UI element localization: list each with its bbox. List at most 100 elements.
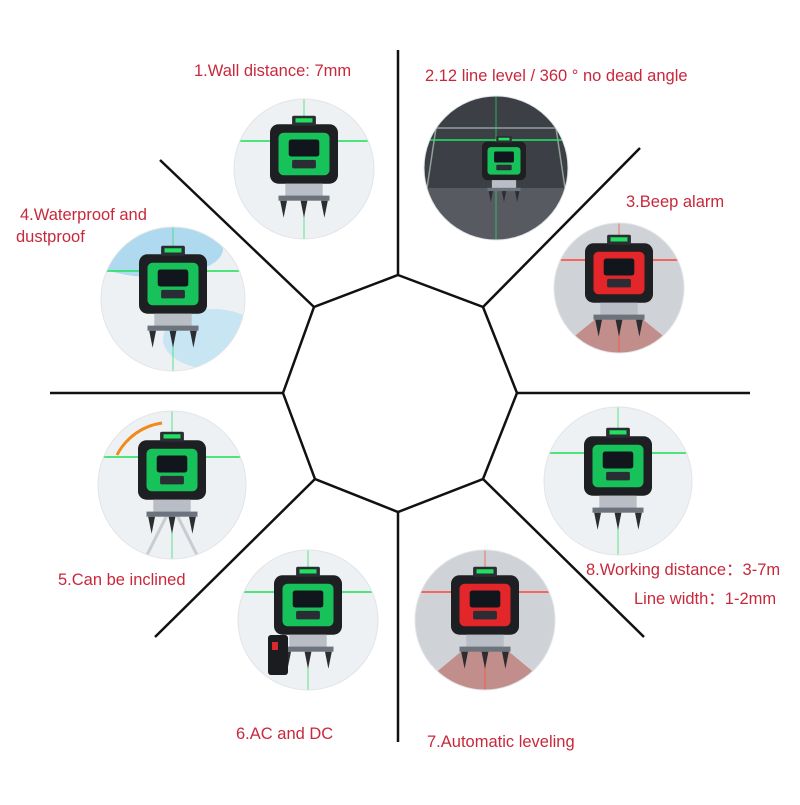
device-screen: [603, 258, 635, 276]
laser-level-icon: [543, 406, 693, 556]
device-base-plate: [147, 325, 199, 331]
device-base: [285, 183, 323, 198]
photo-ring: [233, 98, 375, 240]
device-foot: [481, 651, 489, 669]
device-foot: [614, 512, 622, 530]
device-base-plate: [592, 507, 644, 513]
feature-label-line-level: 2.12 line level / 360 ° no dead angle: [425, 67, 688, 85]
feature-label-ac-dc: 6.AC and DC: [236, 725, 334, 743]
divider-line: [159, 159, 315, 308]
device-button-row: [607, 278, 631, 288]
device-foot: [280, 200, 287, 218]
device-button-row: [160, 475, 184, 485]
feature-label-waterproof: 4.Waterproof and dustproof: [16, 204, 147, 248]
device-laser-window: [609, 430, 627, 435]
device-foot: [501, 191, 507, 203]
tilt-arrow: [115, 421, 163, 456]
device-foot: [502, 651, 509, 669]
device-base: [153, 499, 191, 514]
device-base-plate: [282, 646, 334, 652]
feature-label-inclined: 5.Can be inclined: [58, 571, 186, 589]
device-base-plate: [278, 195, 330, 201]
device-screen: [602, 451, 634, 469]
battery-contact: [272, 642, 278, 650]
device-button-row: [606, 471, 630, 481]
device-laser-window: [476, 569, 494, 574]
device-base-plate: [487, 187, 521, 192]
divider-line: [482, 147, 641, 308]
device-foot: [148, 516, 155, 534]
feature-label-line: Line width：1-2mm: [634, 590, 777, 608]
device-laser-window: [164, 248, 182, 253]
device-laser-window: [299, 569, 317, 574]
feature-photos: [97, 95, 693, 691]
device-screen: [288, 139, 320, 157]
battery-laser-level-icon: [237, 549, 379, 691]
device-base: [154, 313, 192, 328]
device-base: [466, 634, 504, 649]
device-button-row: [292, 159, 316, 169]
device-foot: [304, 651, 312, 669]
red-laser-level-icon: [553, 222, 685, 354]
feature-label-line: dustproof: [16, 228, 85, 246]
photo-ring: [543, 406, 693, 556]
device-laser-window: [295, 118, 313, 123]
device-foot: [515, 191, 520, 203]
device-screen: [292, 590, 324, 608]
feature-label-working-distance: 8.Working distance：3-7m Line width：1-2mm: [586, 559, 780, 610]
tripod-laser-level-icon: [97, 410, 247, 560]
device-screen: [469, 590, 501, 608]
device-base-plate: [593, 314, 645, 320]
divider-lines: [50, 50, 750, 742]
device-base: [600, 302, 638, 317]
device-button-row: [496, 164, 512, 171]
device-base: [289, 634, 327, 649]
divider-line: [154, 478, 316, 638]
device-base-plate: [146, 511, 198, 517]
device-foot: [325, 651, 332, 669]
photo-ring: [423, 95, 569, 241]
device-foot: [594, 512, 601, 530]
feature-label-beep-alarm: 3.Beep alarm: [626, 193, 725, 211]
photo-ring: [97, 410, 247, 560]
device-base: [599, 495, 637, 510]
feature-label-wall-distance: 1.Wall distance: 7mm: [194, 62, 352, 80]
device-foot: [635, 512, 642, 530]
device-laser-window: [498, 137, 510, 141]
laser-level-icon: [233, 98, 375, 240]
photo-ring: [237, 549, 379, 691]
device-base: [491, 180, 517, 189]
device-laser-window: [610, 237, 628, 242]
device-foot: [190, 330, 197, 348]
device-foot: [636, 319, 643, 337]
red-laser-level-icon: [414, 549, 556, 691]
device-screen: [156, 455, 188, 473]
device-foot: [169, 330, 177, 348]
device-button-row: [296, 610, 320, 620]
device-foot: [615, 319, 623, 337]
feature-label-line: 8.Working distance：3-7m: [586, 561, 781, 579]
device-foot: [595, 319, 602, 337]
device-foot: [300, 200, 308, 218]
device-screen: [494, 151, 514, 163]
photo-ring: [100, 226, 246, 372]
photo-ring: [414, 549, 556, 691]
device-foot: [168, 516, 176, 534]
water-splash-laser-level-icon: [100, 226, 246, 372]
device-foot: [461, 651, 468, 669]
device-button-row: [161, 289, 185, 299]
feature-label-line: 4.Waterproof and: [20, 206, 147, 224]
photo-ring: [553, 222, 685, 354]
device-foot: [149, 330, 156, 348]
device-laser-window: [163, 434, 181, 439]
device-foot: [189, 516, 196, 534]
device-button-row: [473, 610, 497, 620]
device-foot: [488, 191, 493, 203]
divider-line: [482, 478, 645, 638]
center-octagon: [281, 273, 519, 514]
device-base-plate: [459, 646, 511, 652]
battery-pack: [268, 635, 288, 675]
device-screen: [157, 269, 189, 287]
